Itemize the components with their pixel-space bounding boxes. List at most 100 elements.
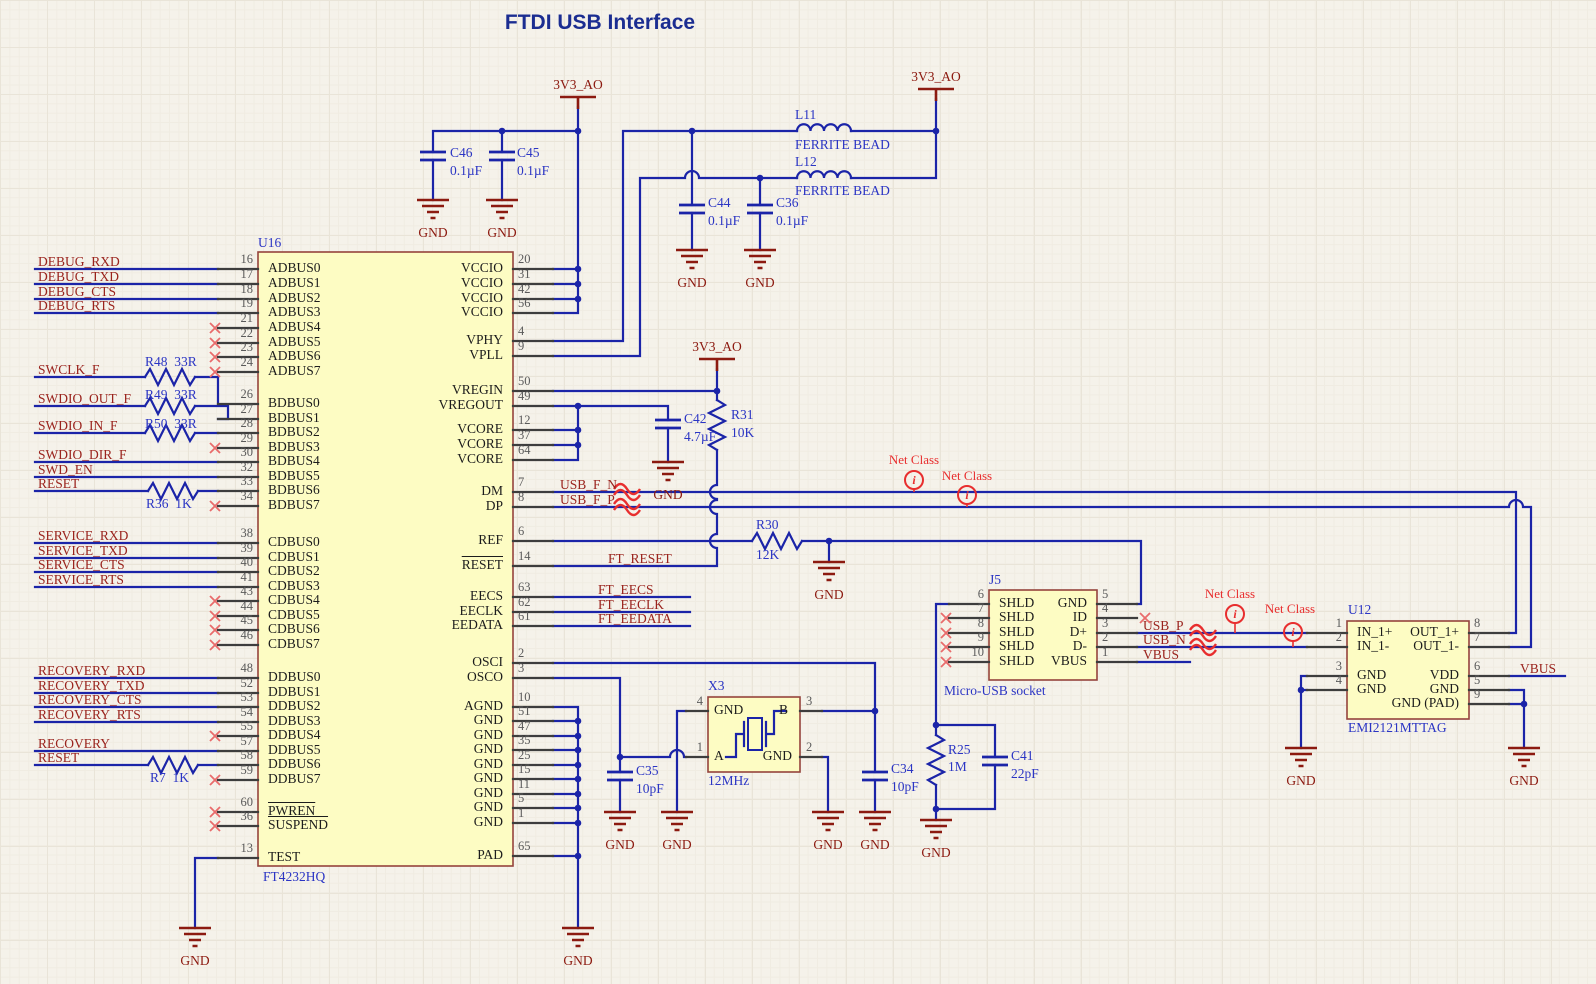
no-connect-x-j5r1 xyxy=(1139,612,1151,624)
junction-dot-18 xyxy=(1520,700,1528,708)
u16-pin-name-DM-7: DM xyxy=(481,483,503,498)
power-3v3ao-symbol-2 xyxy=(699,357,735,371)
u16-pin-number-43: 43 xyxy=(240,584,254,598)
gnd-symbol-8 xyxy=(812,810,844,832)
u16-pin-number-54: 54 xyxy=(240,705,254,719)
u16-pin-name-CDBUS3: CDBUS3 xyxy=(268,578,320,593)
u16-pin-name-VREGOUT-49: VREGOUT xyxy=(438,397,504,412)
u16-pin-name-GND-1: GND xyxy=(473,814,503,829)
designator-passives-14-value: 12K xyxy=(756,547,780,562)
u16-pin-name-EEDATA-61: EEDATA xyxy=(451,617,503,632)
gnd-symbol-6 xyxy=(604,810,636,832)
j5-pin-number-8: 8 xyxy=(977,616,984,630)
u16-pin-number-46: 46 xyxy=(240,628,254,642)
j5-pin-name-8: SHLD xyxy=(999,624,1035,639)
u16-pin-name-AGND-10: AGND xyxy=(464,698,503,713)
net-label-SERVICE_RXD-10: SERVICE_RXD xyxy=(38,528,129,543)
gnd-label-12: GND xyxy=(563,953,593,968)
u16-pin-number-57: 57 xyxy=(240,734,254,748)
gnd-symbol-9 xyxy=(859,810,891,832)
net-label-SERVICE_TXD-11: SERVICE_TXD xyxy=(38,543,128,558)
u12-pin-number-1: 1 xyxy=(1335,616,1342,630)
u16-pin-name-VREGIN-50: VREGIN xyxy=(452,382,503,397)
gnd-symbol-7 xyxy=(661,810,693,832)
junction-dot-14 xyxy=(616,753,624,761)
net-label-RESET-9: RESET xyxy=(38,476,80,491)
u16-pin-name-BDBUS1: BDBUS1 xyxy=(268,410,320,425)
x3-pin-name-1: A xyxy=(714,748,724,763)
net-wires xyxy=(33,97,1567,930)
junction-dot-5 xyxy=(574,265,582,273)
gnd-label-6: GND xyxy=(605,837,635,852)
u16-pin-number-48: 48 xyxy=(240,661,254,675)
u16-pin-name-ADBUS0: ADBUS0 xyxy=(268,260,321,275)
net-label-USB_F_P: USB_F_P xyxy=(560,492,615,507)
designator-passives-15-value: 1M xyxy=(948,759,967,774)
gnd-symbol-0 xyxy=(417,198,449,220)
crystal-body xyxy=(747,717,763,751)
u16-pin-number-22: 22 xyxy=(240,326,254,340)
u16-pin-name-GND-47: GND xyxy=(473,727,503,742)
u16-pin-number-15: 15 xyxy=(518,762,531,776)
designator-passives-15-ref: R25 xyxy=(948,742,971,757)
gnd-label-1: GND xyxy=(487,225,517,240)
j5-pin-number-1: 1 xyxy=(1102,645,1109,659)
no-connect-x-j5l2 xyxy=(940,627,952,639)
u16-pin-name-VCCIO-56: VCCIO xyxy=(460,304,503,319)
designator-passives-3-ref: C36 xyxy=(776,195,799,210)
designator-passives-0-ref: C46 xyxy=(450,145,473,160)
junction-dot-11 xyxy=(574,441,582,449)
net-label-SWCLK_F-4: SWCLK_F xyxy=(38,362,100,377)
u16-pin-name-OSCO-3: OSCO xyxy=(466,669,503,684)
j5-pin-name-D+: D+ xyxy=(1069,624,1087,639)
j5-pin-number-10: 10 xyxy=(971,645,985,659)
net-class-i-glyph-0: i xyxy=(912,473,916,487)
u16-pin-name-DDBUS7: DDBUS7 xyxy=(268,771,321,786)
u12-pin-number-2: 2 xyxy=(1335,630,1342,644)
designator-u12-designator: U12 xyxy=(1348,602,1372,617)
u16-pin-number-56: 56 xyxy=(518,296,531,310)
junction-dot-9 xyxy=(574,402,582,410)
u16-pin-name-VPLL-9: VPLL xyxy=(469,347,503,362)
u12-pin-name-IN_1-: IN_1- xyxy=(1357,638,1390,653)
power-3v3ao-symbol-1 xyxy=(918,87,954,101)
u16-pin-number-62: 62 xyxy=(518,595,531,609)
u16-pin-name-BDBUS7: BDBUS7 xyxy=(268,497,320,512)
u16-pin-number-44: 44 xyxy=(240,599,254,613)
u12-pin-number-7: 7 xyxy=(1474,630,1481,644)
u12-pin-name-GND: GND xyxy=(1429,681,1459,696)
net-label-DEBUG_RTS-3: DEBUG_RTS xyxy=(38,298,116,313)
u16-pin-number-14: 14 xyxy=(518,549,531,563)
j5-pin-name-7: SHLD xyxy=(999,609,1035,624)
designator-passives-17-ref: L12 xyxy=(795,154,817,169)
junction-dot-15 xyxy=(932,721,940,729)
net-label-SERVICE_RTS-13: SERVICE_RTS xyxy=(38,572,124,587)
u16-pin-name-BDBUS0: BDBUS0 xyxy=(268,395,320,410)
junction-dot-10 xyxy=(574,426,582,434)
u16-pin-number-45: 45 xyxy=(240,613,254,627)
designator-passives-13-ref: R31 xyxy=(731,407,754,422)
gnd-label-5: GND xyxy=(814,587,844,602)
net-label-RECOVERY_RTS-17: RECOVERY_RTS xyxy=(38,707,141,722)
u16-pin-number-59: 59 xyxy=(240,763,254,777)
designator-passives-16-ref: L11 xyxy=(795,107,817,122)
gnd-symbol-13 xyxy=(1285,746,1317,768)
u12-pin-name-OUT_1-: OUT_1- xyxy=(1413,638,1459,653)
combo-label-r48-value: 33R xyxy=(174,354,197,369)
resistor-r50 xyxy=(143,422,197,444)
designator-passives-6-value: 10pF xyxy=(891,779,919,794)
u12-pin-name-GND: GND xyxy=(1357,667,1387,682)
net-class-label-1: Net Class xyxy=(941,468,993,483)
resistor-r49 xyxy=(143,395,197,417)
u16-pin-number-55: 55 xyxy=(240,719,254,733)
u16-pin-name-GND-11: GND xyxy=(473,785,503,800)
j5-pin-number-3: 3 xyxy=(1102,616,1109,630)
net-class-i-glyph-2: i xyxy=(1233,607,1237,621)
u12-body xyxy=(1346,620,1470,720)
power-3v3ao-label-1: 3V3_AO xyxy=(911,69,961,84)
u16-body xyxy=(257,251,514,867)
x3-pin-number-2: 3 xyxy=(806,694,813,708)
resistor-r48 xyxy=(143,366,197,388)
gnd-symbol-10 xyxy=(920,818,952,840)
